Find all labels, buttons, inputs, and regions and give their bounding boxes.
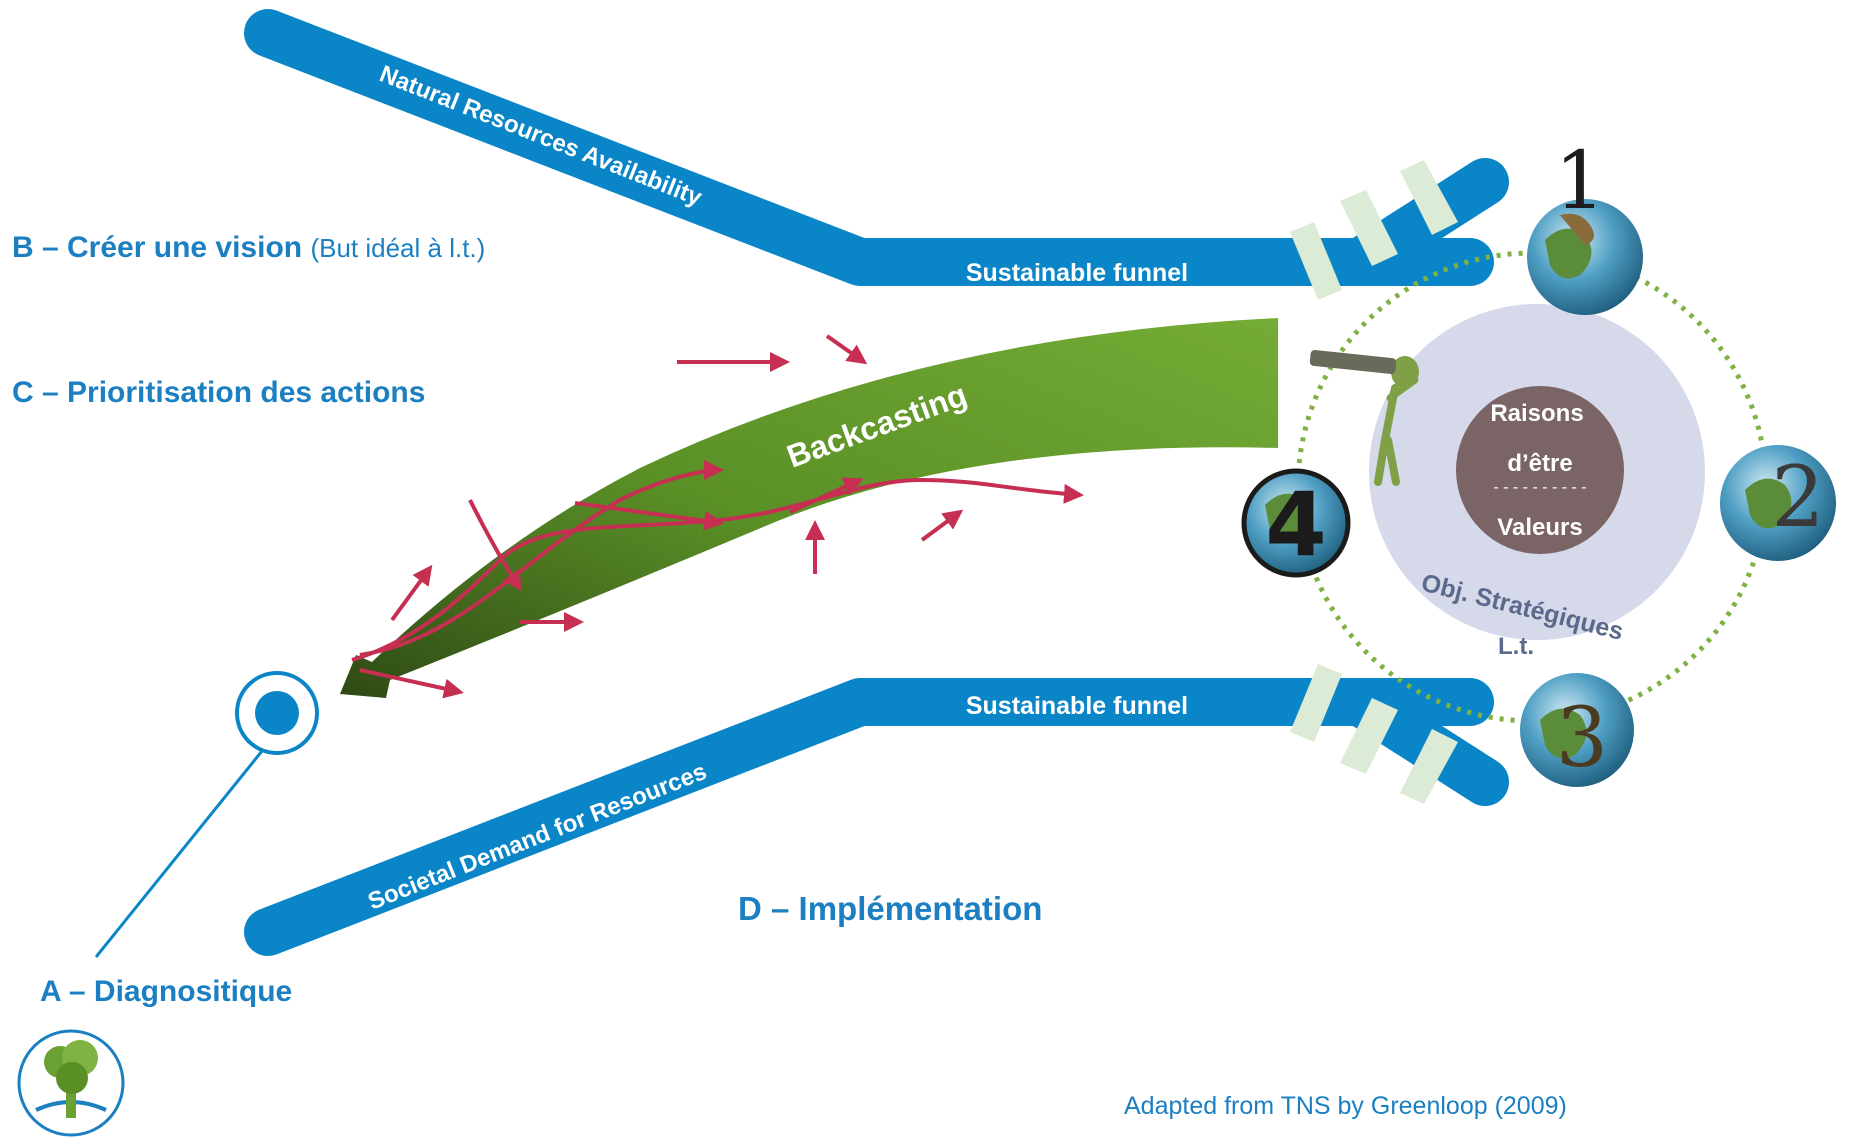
- funnel-top-band: [244, 9, 1509, 300]
- funnel-top-stripe-1: [1290, 222, 1342, 300]
- backcasting-arrow: Backcasting: [340, 318, 1278, 698]
- globe-1-number: 1: [1555, 134, 1606, 227]
- globe-3-number: 3: [1556, 691, 1608, 786]
- action-arrow-4: [468, 499, 523, 592]
- globe-4-icon: 4: [1241, 468, 1351, 578]
- target-icon: [94, 671, 319, 958]
- step-a-label: A – Diagnositique: [40, 975, 293, 1008]
- action-arrow-12: [825, 334, 868, 365]
- funnel-top-stripe-3: [1400, 160, 1458, 235]
- raisons-label: Raisons: [1490, 400, 1583, 427]
- funnel-bottom-stripe-3: [1400, 729, 1458, 804]
- credit-text: Adapted from TNS by Greenloop (2009): [1124, 1092, 1567, 1120]
- step-d-label: D – Implémentation: [738, 890, 1043, 927]
- telescope-figure-icon: [1309, 349, 1419, 486]
- funnel-bottom-band: [244, 664, 1509, 956]
- action-arrow-10: [920, 509, 964, 542]
- globe-2-icon: 2: [1720, 445, 1836, 561]
- funnel-bottom-stripe-2: [1340, 698, 1398, 774]
- funnel-bottom-label: Sustainable funnel: [966, 692, 1188, 720]
- lt-label: L.t.: [1498, 633, 1534, 660]
- natural-resources-label: Natural Resources Availability: [376, 60, 706, 211]
- detre-label: d’être: [1507, 450, 1572, 477]
- step-b-label: B – Créer une vision (But idéal à l.t.): [12, 231, 485, 265]
- globe-1-icon: 1: [1527, 134, 1643, 315]
- action-arrow-2: [359, 460, 724, 657]
- step-b-note: (But idéal à l.t.): [310, 233, 486, 263]
- globe-2-number: 2: [1771, 448, 1824, 546]
- step-c-label: C – Prioritisation des actions: [12, 376, 426, 409]
- action-arrow-7: [574, 501, 724, 531]
- action-arrow-3: [359, 668, 464, 699]
- core-values-circle: [1456, 386, 1624, 554]
- action-arrow-8: [789, 477, 864, 514]
- values-divider: - - - - - - - - - -: [1493, 479, 1586, 496]
- globe-3-icon: 3: [1520, 673, 1634, 787]
- valeurs-label: Valeurs: [1497, 514, 1582, 541]
- funnel-top-stripe-2: [1340, 190, 1398, 266]
- step-b-main: B – Créer une vision: [12, 231, 303, 264]
- funnel-bottom-stripe-1: [1290, 664, 1342, 742]
- funnel-top-label: Sustainable funnel: [966, 259, 1188, 287]
- societal-demand-label: Societal Demand for Resources: [364, 758, 710, 916]
- action-arrows: [351, 334, 1084, 699]
- action-arrow-6: [390, 564, 433, 622]
- globe-4-number: 4: [1265, 473, 1326, 576]
- tree-logo-icon: [17, 1029, 125, 1137]
